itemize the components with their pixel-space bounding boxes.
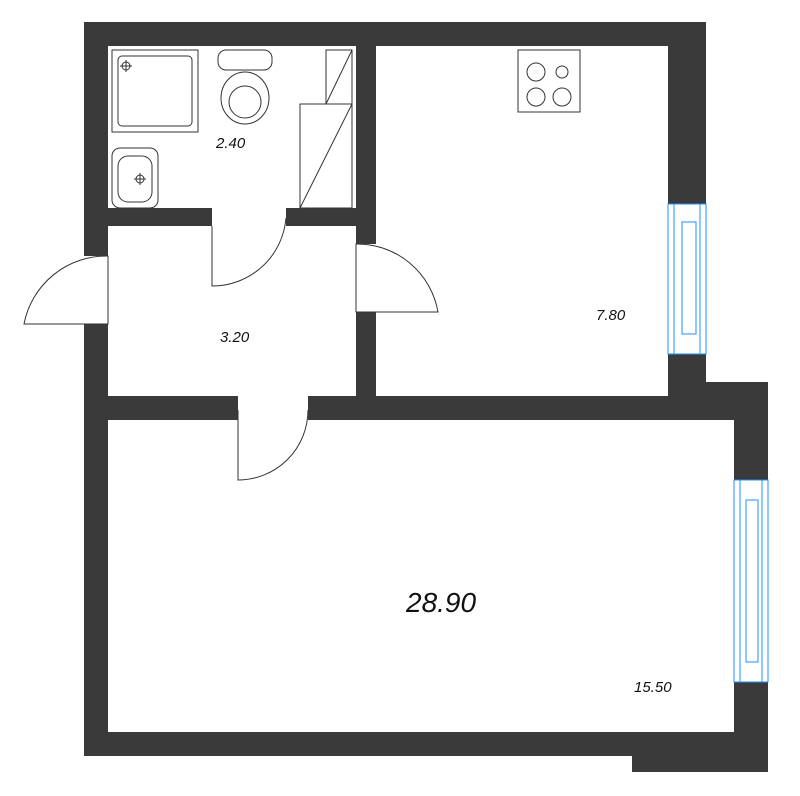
wall-top: [84, 22, 706, 46]
toilet-icon: [217, 49, 273, 125]
shower-tray-inner: [117, 55, 193, 127]
hallway-area-label: 3.20: [220, 329, 250, 346]
wall-right-upper: [668, 22, 706, 204]
walls: [84, 22, 768, 772]
bathroom-fixtures: [111, 49, 353, 209]
living-window: [733, 479, 769, 683]
wall-bath-bottom-right: [286, 208, 376, 226]
kitchen-window-sash: [681, 221, 697, 335]
wall-bath-kitchen: [356, 22, 376, 244]
living-room-door: [237, 409, 309, 481]
stove-icon: [517, 49, 581, 113]
bathroom-floor: [108, 46, 356, 208]
wall-living-right-upper: [734, 382, 768, 480]
wall-living-top-right: [308, 396, 668, 420]
entrance-door-left: [23, 255, 109, 325]
doors: [23, 217, 439, 481]
living-room-floor: [108, 420, 734, 732]
total-area-label: 28.90: [405, 587, 476, 618]
kitchen-floor: [376, 46, 668, 396]
wall-living-top-left: [84, 396, 238, 420]
bathroom-area-label: 2.40: [215, 135, 246, 152]
wall-hall-kitchen: [356, 312, 376, 420]
living-room-area-label: 15.50: [634, 679, 672, 696]
living-window-frame: [733, 479, 769, 683]
sink-icon: [111, 147, 159, 209]
room-interiors: [108, 46, 734, 732]
living-window-sash: [745, 499, 759, 663]
shower-drain-icon: [120, 60, 132, 72]
kitchen-door: [355, 243, 439, 313]
kitchen-area-label: 7.80: [596, 307, 626, 324]
wall-bottom-step: [632, 756, 768, 772]
wall-bath-bottom-left: [84, 208, 212, 226]
wall-left-middle: [84, 324, 108, 756]
wall-bottom: [84, 732, 768, 756]
kitchen-window: [667, 203, 707, 355]
shower-tray: [111, 49, 199, 133]
washing-machine-icon: [299, 49, 353, 209]
bathroom-door: [211, 217, 287, 287]
